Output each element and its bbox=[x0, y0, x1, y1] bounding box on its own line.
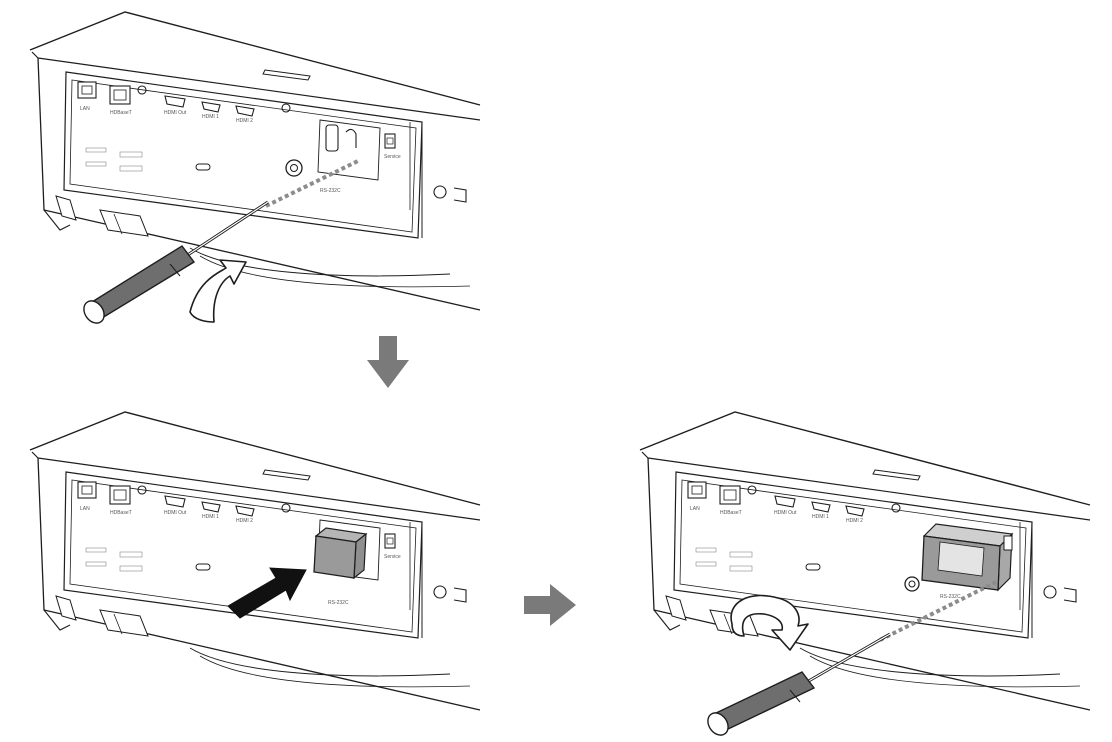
hdbaset-port-label: HDBaseT bbox=[720, 510, 742, 516]
flow-arrow-right bbox=[524, 584, 576, 626]
step-3-tighten-screw: LAN HDBaseT HDMI Out HDMI 1 HDMI 2 Servi… bbox=[639, 410, 1091, 736]
projector-body bbox=[639, 411, 1091, 711]
push-arrow-icon bbox=[227, 567, 307, 619]
screw-icon bbox=[285, 159, 303, 177]
hdmi-out-port-label: HDMI Out bbox=[774, 510, 797, 516]
hdmi2-port-label: HDMI 2 bbox=[846, 518, 863, 524]
guide-dotted-line bbox=[265, 158, 361, 208]
step-2-insert-module: LAN HDBaseT HDMI Out HDMI 1 HDMI 2 Servi… bbox=[29, 410, 481, 730]
hdmi2-port-label: HDMI 2 bbox=[236, 118, 253, 124]
hdmi-out-port-label: HDMI Out bbox=[164, 110, 187, 116]
lan-port-label: LAN bbox=[80, 506, 90, 512]
cover-bracket-icon bbox=[921, 523, 1014, 592]
lan-port-label: LAN bbox=[690, 506, 700, 512]
lan-port-label: LAN bbox=[80, 106, 90, 112]
guide-dotted-line bbox=[879, 580, 997, 642]
service-port-label: Service bbox=[384, 554, 401, 560]
usb-port-icon bbox=[325, 124, 339, 152]
hdbaset-port-label: HDBaseT bbox=[110, 510, 132, 516]
rs232c-port-label: RS-232C bbox=[328, 600, 349, 606]
screwdriver-icon bbox=[707, 632, 891, 736]
usb-c-port-icon bbox=[345, 128, 357, 148]
hdmi1-port-label: HDMI 1 bbox=[812, 514, 829, 520]
right-arrow-icon bbox=[524, 584, 576, 626]
hdmi2-port-label: HDMI 2 bbox=[236, 518, 253, 524]
hdbaset-port-label: HDBaseT bbox=[110, 110, 132, 116]
projector-body bbox=[29, 411, 481, 711]
step-2-illustration: LAN HDBaseT HDMI Out HDMI 1 HDMI 2 Servi… bbox=[29, 411, 481, 711]
slot-cover bbox=[317, 119, 381, 181]
step-3-illustration: LAN HDBaseT HDMI Out HDMI 1 HDMI 2 Servi… bbox=[639, 411, 1091, 736]
down-arrow-icon bbox=[367, 336, 409, 388]
rs232c-port-label: RS-232C bbox=[320, 188, 341, 194]
hdmi1-port-label: HDMI 1 bbox=[202, 514, 219, 520]
flow-arrow-down bbox=[367, 336, 409, 388]
step-1-unscrew-cover: LAN HDBaseT HDMI Out HDMI 1 HDMI 2 Servi… bbox=[29, 10, 481, 330]
counterclockwise-arrow-icon bbox=[189, 259, 247, 323]
projector-body bbox=[29, 11, 481, 311]
hdmi1-port-label: HDMI 1 bbox=[202, 114, 219, 120]
rs232c-port-label: RS-232C bbox=[940, 594, 961, 600]
wireless-module-icon bbox=[313, 527, 368, 580]
screw-icon bbox=[904, 576, 920, 592]
step-1-illustration: LAN HDBaseT HDMI Out HDMI 1 HDMI 2 Servi… bbox=[29, 11, 481, 324]
clockwise-arrow-icon bbox=[730, 594, 809, 651]
screwdriver-icon bbox=[83, 200, 269, 324]
service-port-label: Service bbox=[384, 154, 401, 160]
hdmi-out-port-label: HDMI Out bbox=[164, 510, 187, 516]
